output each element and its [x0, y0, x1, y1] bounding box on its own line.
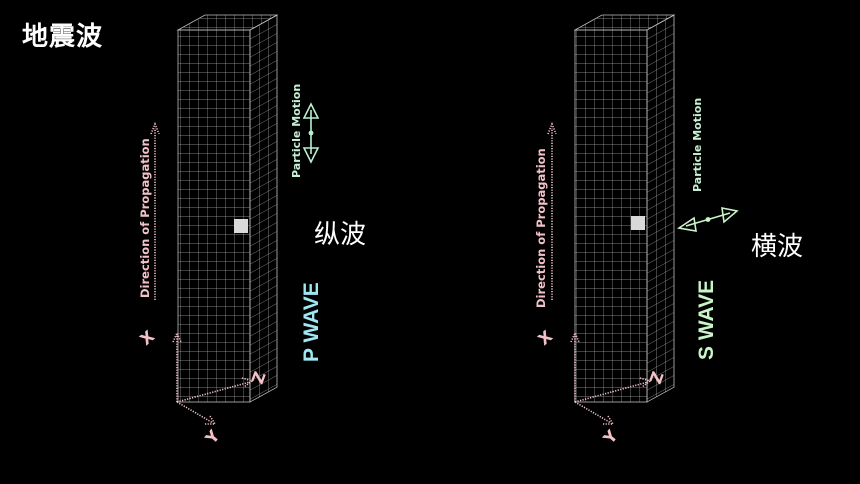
- s-motion-label: Particle Motion: [691, 98, 704, 192]
- s-axis-x: X: [534, 326, 556, 349]
- p-axis-triad: [172, 331, 254, 425]
- p-axis-y: Y: [201, 426, 224, 448]
- s-axis-triad: [570, 331, 652, 425]
- s-wave-panel: Direction of Propagation X Z Y Particle …: [534, 14, 739, 448]
- s-wave-chinese-label: 横波: [751, 232, 804, 262]
- p-propagation-arrow: [150, 121, 160, 300]
- p-propagation-label: Direction of Propagation: [138, 138, 152, 298]
- s-propagation-arrow: [547, 121, 557, 300]
- p-wave-label: P WAVE: [300, 282, 323, 362]
- s-axis-y: Y: [599, 426, 622, 448]
- p-particle-motion-arrow: [302, 102, 320, 164]
- s-propagation-label: Direction of Propagation: [534, 148, 548, 308]
- p-wave-panel: Direction of Propagation X Z Y Particle …: [136, 14, 323, 448]
- p-wave-chinese-label: 纵波: [314, 220, 367, 250]
- p-wave-prism: [176, 14, 279, 403]
- p-axis-x: X: [136, 326, 158, 349]
- s-wave-label: S WAVE: [695, 280, 718, 360]
- s-particle-motion-arrow: [676, 206, 739, 232]
- s-wave-particle: [631, 216, 645, 230]
- p-motion-label: Particle Motion: [290, 84, 303, 178]
- slide-title: 地震波: [22, 22, 104, 52]
- s-wave-prism: [573, 14, 676, 403]
- p-wave-particle: [234, 219, 248, 233]
